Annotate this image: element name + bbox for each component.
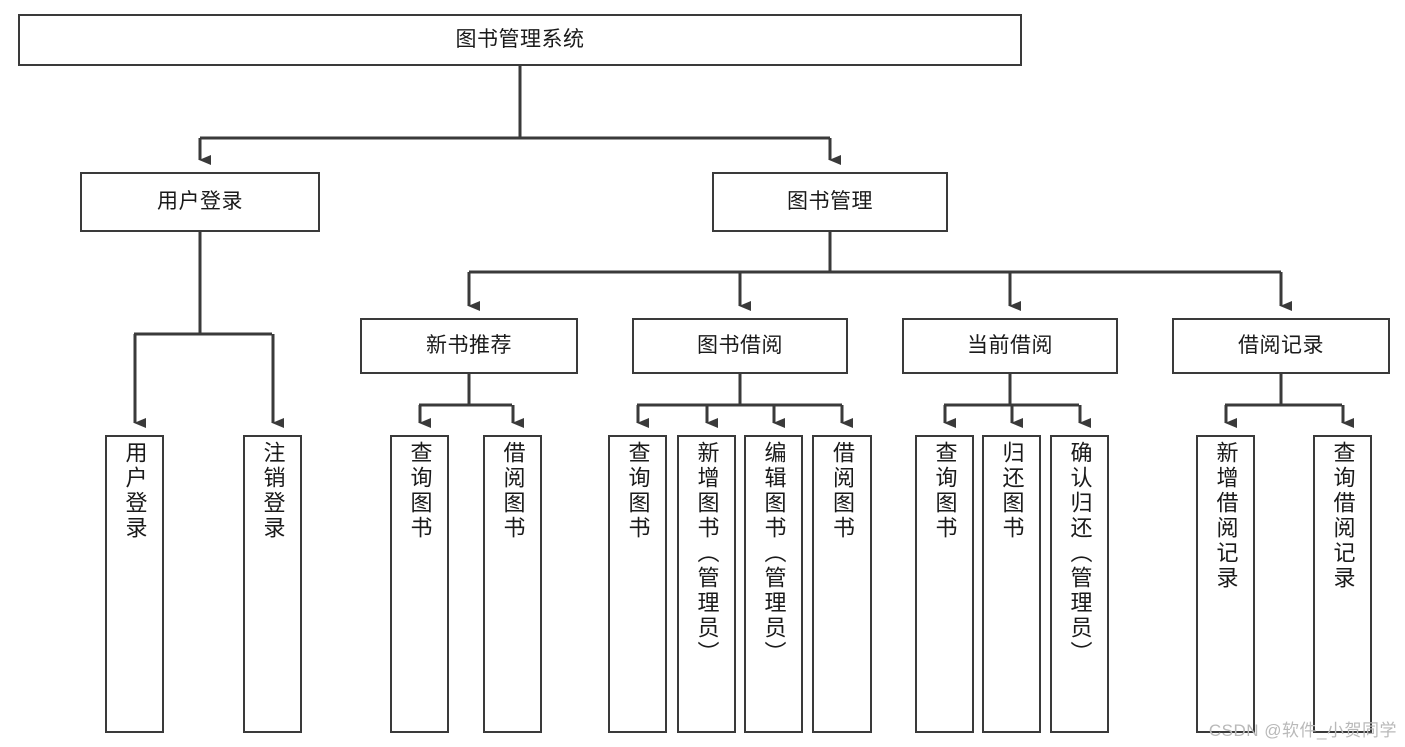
node-label-borrow: 图书借阅 [697, 333, 783, 357]
node-label-bookmgmt: 图书管理 [787, 189, 873, 213]
node-borrow-3[interactable]: 编辑图书（管理员） [744, 435, 803, 733]
node-label-login-1: 用户登录 [122, 441, 148, 541]
node-label-records: 借阅记录 [1238, 333, 1324, 357]
node-label-current-2: 归还图书 [999, 441, 1025, 541]
node-login-1[interactable]: 用户登录 [105, 435, 164, 733]
node-current-1[interactable]: 查询图书 [915, 435, 974, 733]
node-bookmgmt[interactable]: 图书管理 [712, 172, 948, 232]
node-newbook-1[interactable]: 查询图书 [390, 435, 449, 733]
node-login[interactable]: 用户登录 [80, 172, 320, 232]
node-borrow[interactable]: 图书借阅 [632, 318, 848, 374]
node-newbook-2[interactable]: 借阅图书 [483, 435, 542, 733]
node-records-1[interactable]: 新增借阅记录 [1196, 435, 1255, 733]
node-borrow-4[interactable]: 借阅图书 [812, 435, 872, 733]
node-label-root: 图书管理系统 [455, 27, 585, 51]
node-label-login-2: 注销登录 [260, 441, 286, 541]
node-label-current-3: 确认归还（管理员） [1067, 441, 1093, 666]
node-label-current-1: 查询图书 [932, 441, 958, 541]
node-label-records-2: 查询借阅记录 [1330, 441, 1356, 591]
node-root[interactable]: 图书管理系统 [18, 14, 1022, 66]
node-borrow-1[interactable]: 查询图书 [608, 435, 667, 733]
node-current-3[interactable]: 确认归还（管理员） [1050, 435, 1109, 733]
node-current-2[interactable]: 归还图书 [982, 435, 1041, 733]
node-login-2[interactable]: 注销登录 [243, 435, 302, 733]
node-label-borrow-4: 借阅图书 [830, 441, 855, 541]
node-label-login: 用户登录 [157, 189, 243, 213]
node-label-borrow-1: 查询图书 [625, 441, 651, 541]
node-label-newbook: 新书推荐 [426, 333, 512, 357]
node-records-2[interactable]: 查询借阅记录 [1313, 435, 1372, 733]
node-label-newbook-2: 借阅图书 [500, 441, 526, 541]
node-label-current: 当前借阅 [967, 333, 1053, 357]
node-newbook[interactable]: 新书推荐 [360, 318, 578, 374]
node-label-newbook-1: 查询图书 [407, 441, 433, 541]
node-label-records-1: 新增借阅记录 [1213, 441, 1239, 591]
node-borrow-2[interactable]: 新增图书（管理员） [677, 435, 736, 733]
connector-lines [133, 66, 1354, 428]
node-records[interactable]: 借阅记录 [1172, 318, 1390, 374]
node-label-borrow-3: 编辑图书（管理员） [761, 441, 787, 666]
node-label-borrow-2: 新增图书（管理员） [694, 441, 720, 666]
node-current[interactable]: 当前借阅 [902, 318, 1118, 374]
